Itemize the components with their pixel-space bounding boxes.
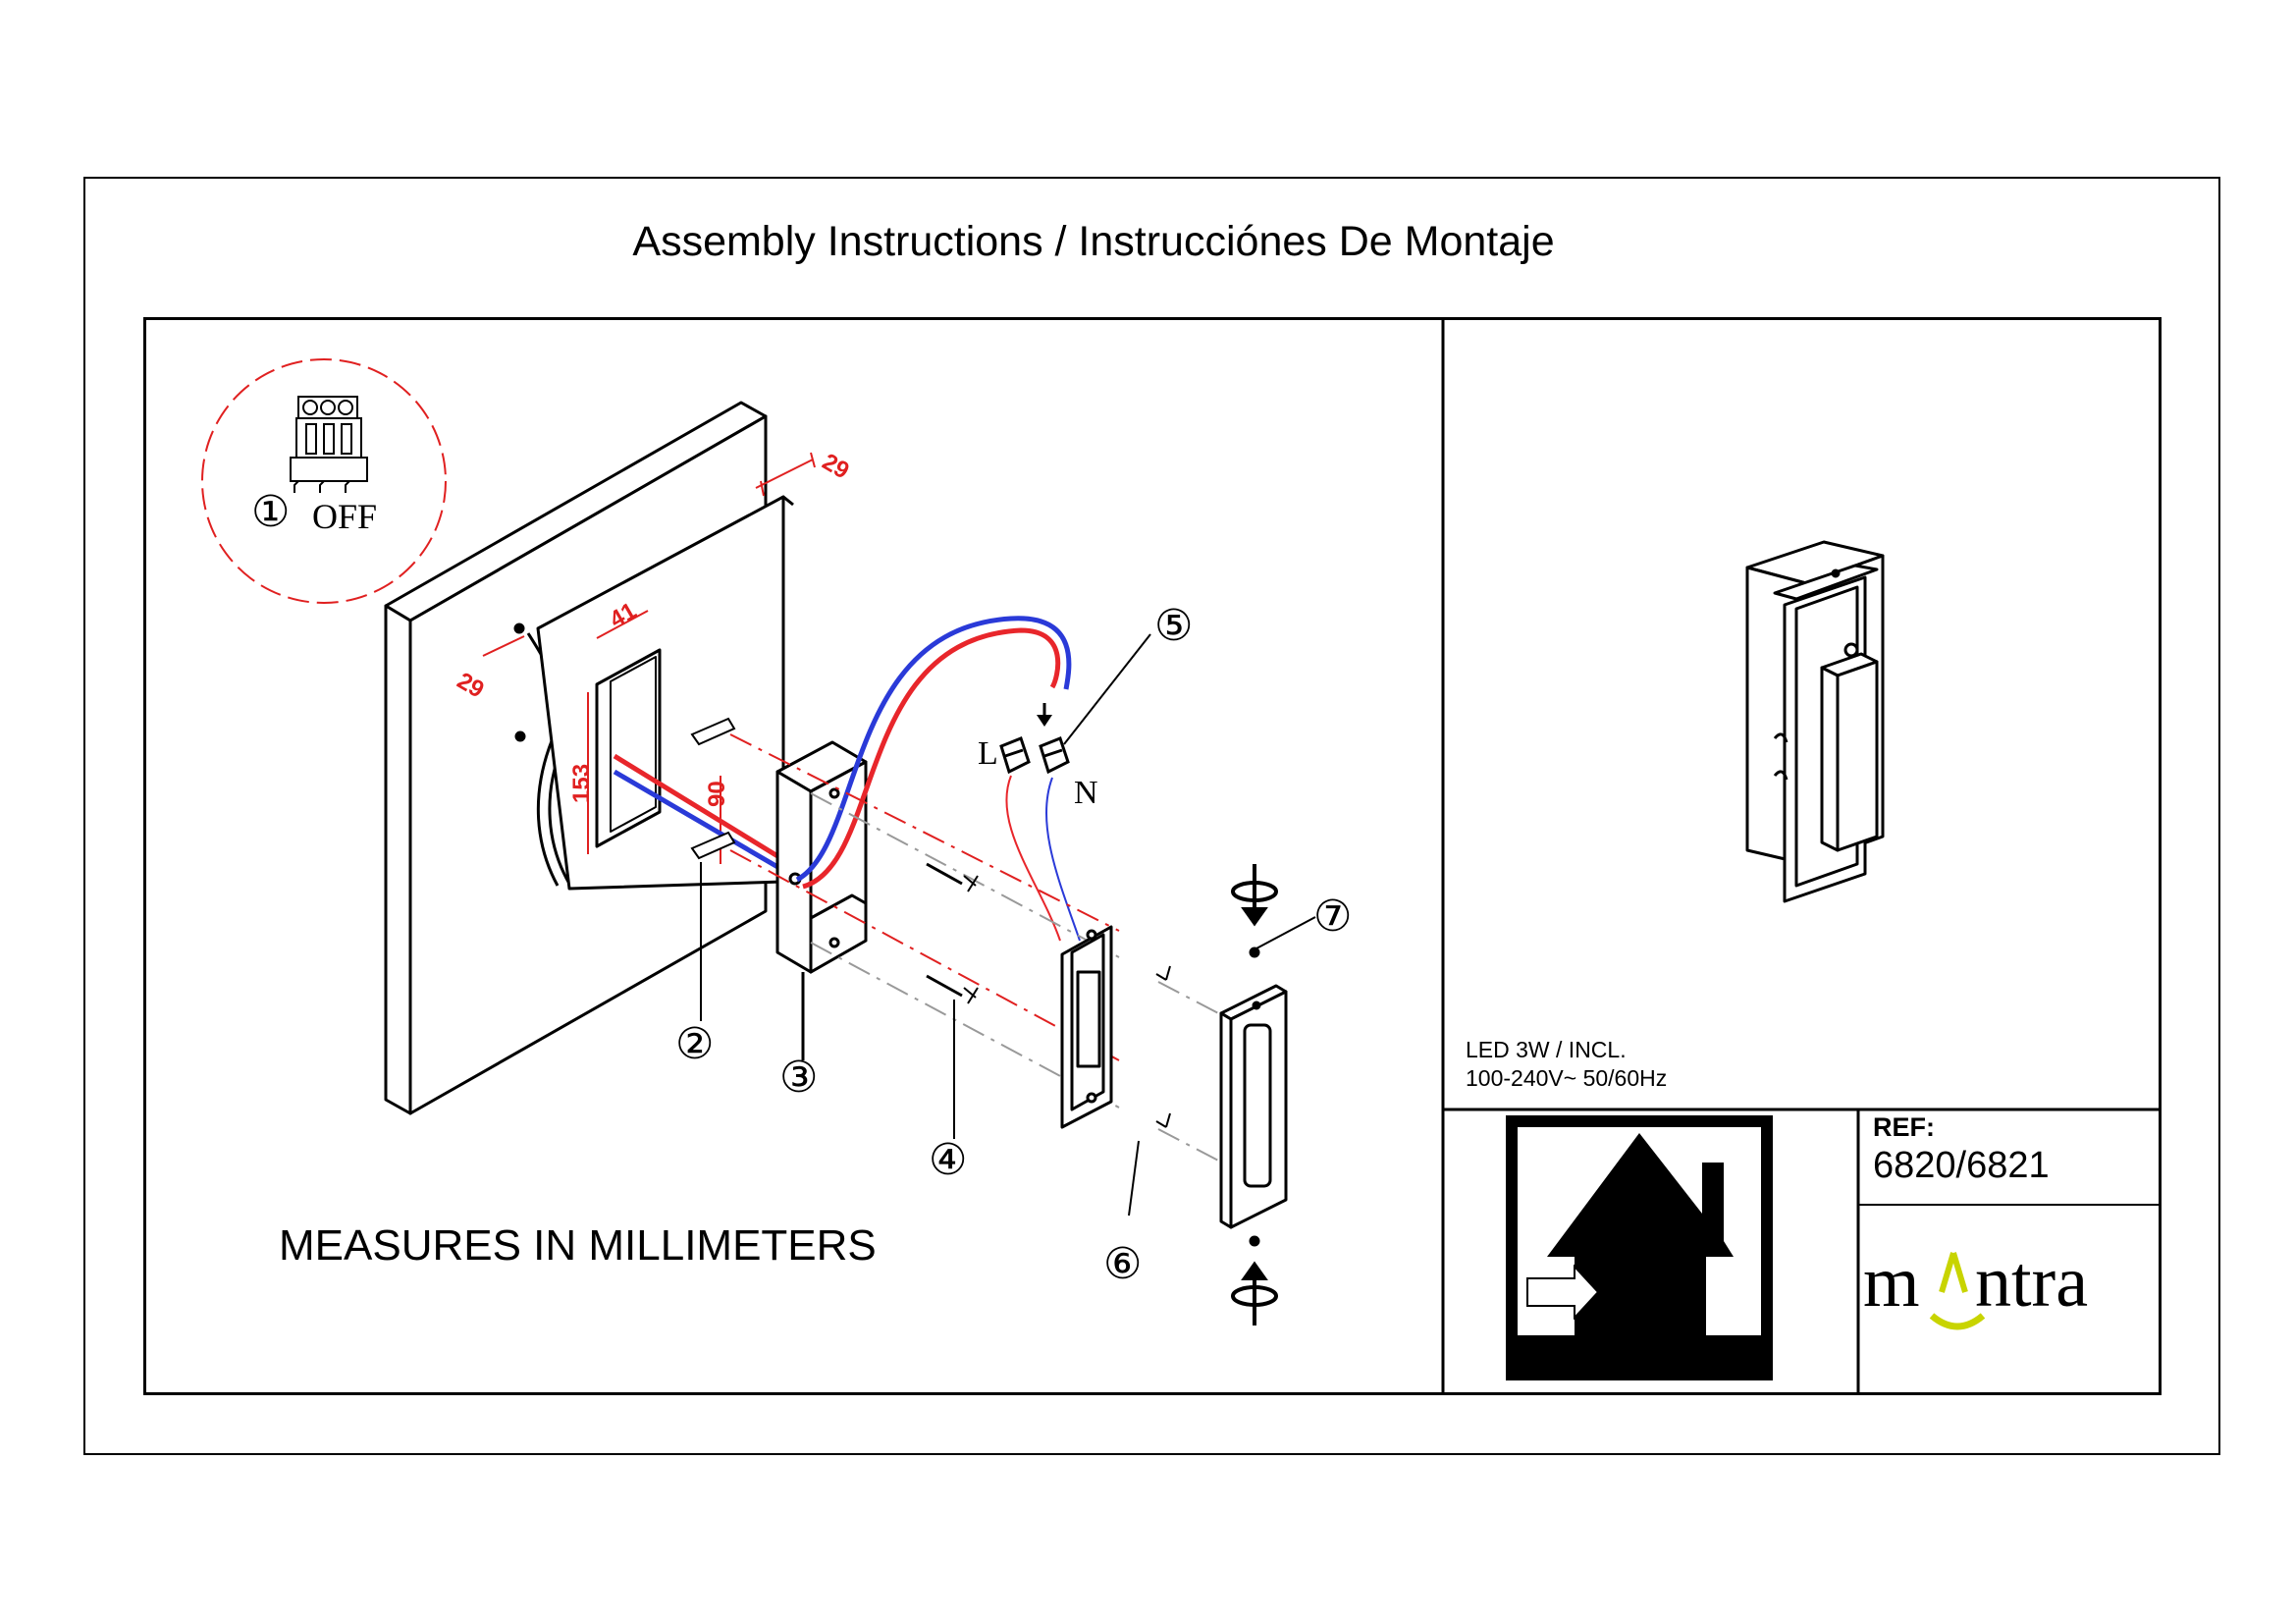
ref-value: 6820/6821 xyxy=(1873,1145,2050,1186)
svg-text:m: m xyxy=(1863,1242,1920,1323)
page-title: Assembly Instructions / Instrucciónes De… xyxy=(632,218,1555,265)
mantra-logo: m ntra xyxy=(1863,1242,2088,1330)
callout-7: ⑦ xyxy=(1313,893,1352,941)
terminal-connectors xyxy=(999,736,1070,775)
dim-top-depth: 29 xyxy=(818,449,854,485)
dim-box-offset: 90 xyxy=(704,781,730,807)
callout-5: ⑤ xyxy=(1154,602,1193,650)
measures-note: MEASURES IN MILLIMETERS xyxy=(279,1221,877,1270)
step-1-power-off: ① OFF xyxy=(201,358,447,604)
ref-label: REF: xyxy=(1873,1112,1935,1142)
screws xyxy=(926,862,1171,1217)
breaker-icon xyxy=(290,396,368,493)
indoor-use-icon xyxy=(1506,1115,1773,1380)
dimensions xyxy=(482,452,816,864)
live-wire-label: L xyxy=(978,735,998,772)
rotate-icon xyxy=(1231,864,1278,1325)
outer-frame xyxy=(83,177,2220,1455)
step-1-label: OFF xyxy=(312,497,377,536)
callout-4: ④ xyxy=(929,1136,967,1184)
mounting-box xyxy=(775,740,868,1060)
inner-frame xyxy=(143,317,2162,1395)
assembled-fixture xyxy=(1745,540,1885,903)
trim-plate xyxy=(1219,947,1288,1247)
step-1-number: ① xyxy=(251,488,290,536)
callout-2: ② xyxy=(675,1020,714,1068)
dim-cutout-height: 153 xyxy=(568,764,595,803)
wall-plugs xyxy=(690,717,736,1021)
neutral-wire-label: N xyxy=(1074,775,1098,811)
callout-6: ⑥ xyxy=(1103,1240,1142,1288)
driver-bracket xyxy=(1060,925,1113,1129)
spec-voltage: 100-240V~ 50/60Hz xyxy=(1466,1065,1668,1091)
callout-3: ③ xyxy=(779,1054,818,1102)
wall xyxy=(384,401,794,1115)
spec-power: LED 3W / INCL. xyxy=(1466,1037,1627,1062)
svg-text:ntra: ntra xyxy=(1975,1242,2088,1323)
